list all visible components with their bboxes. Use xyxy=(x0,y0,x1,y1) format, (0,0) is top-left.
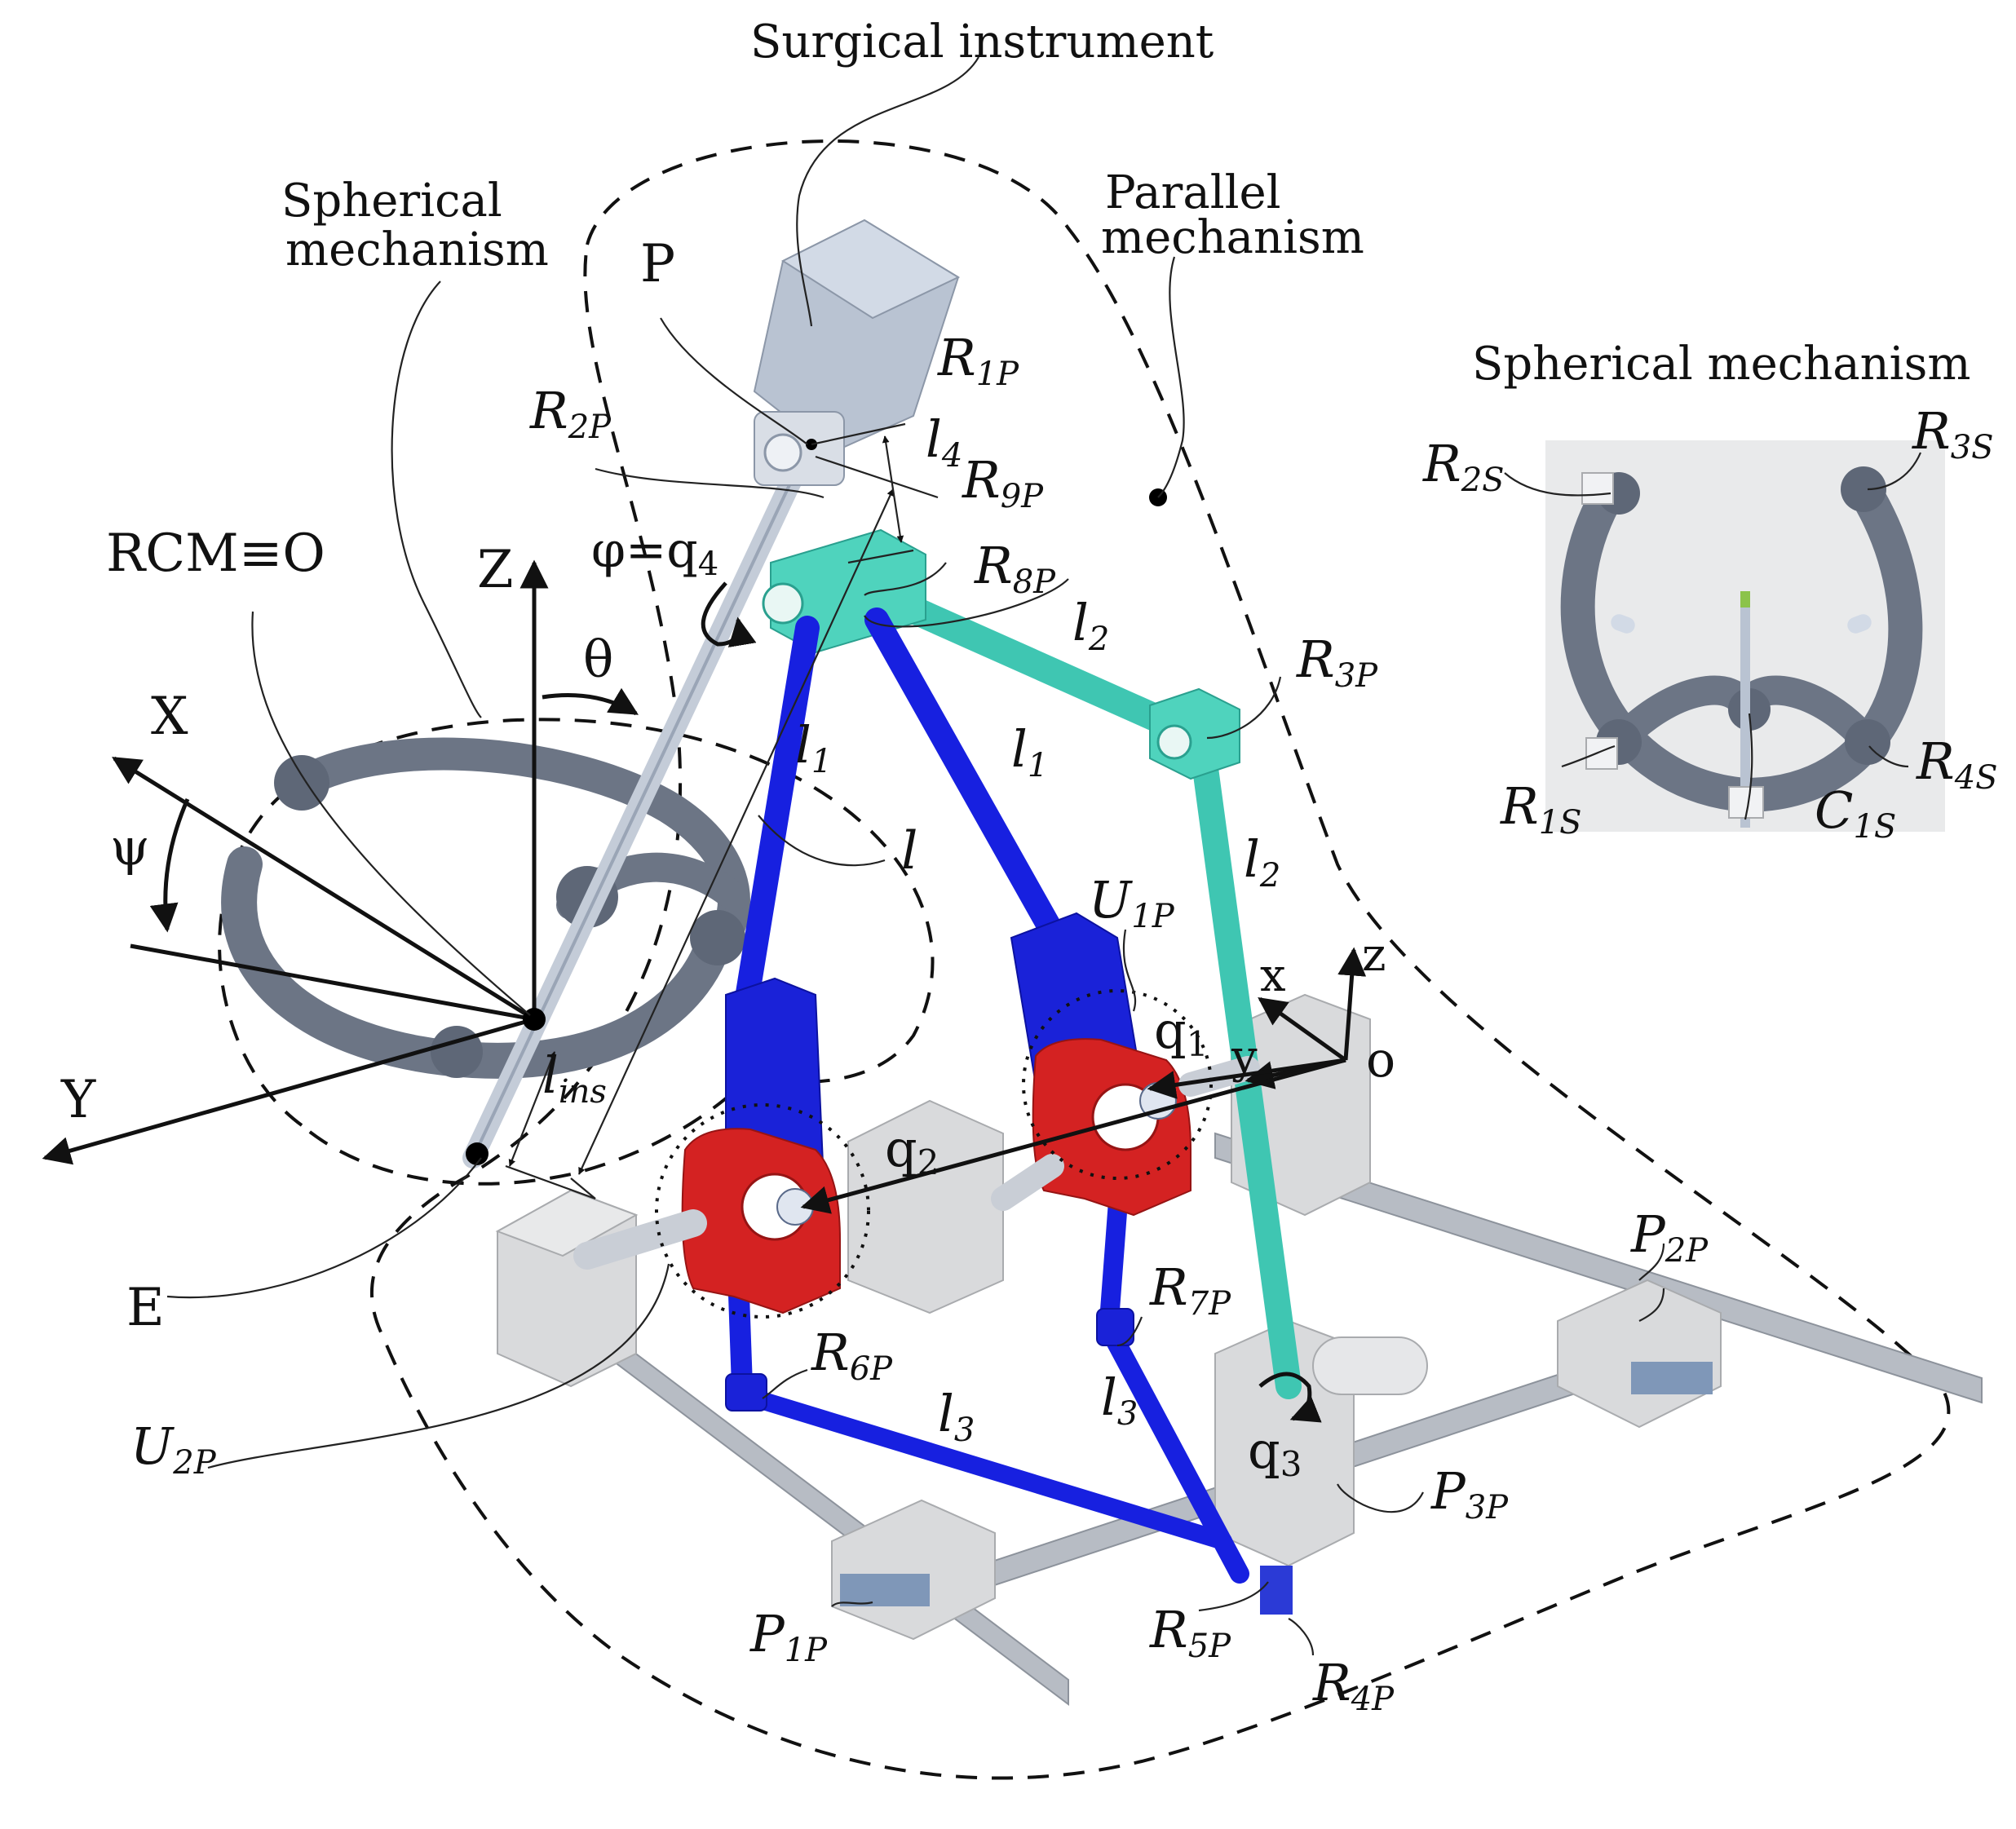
label-axis-small-o: o xyxy=(1366,1032,1395,1089)
label-q1: q1 xyxy=(1154,1001,1208,1064)
label-spherical-mechanism-line2: mechanism xyxy=(285,223,549,276)
label-q3: q3 xyxy=(1248,1420,1302,1484)
theta-rotation-arrow xyxy=(542,687,639,716)
label-l2-upper: l2 xyxy=(1072,593,1109,658)
motor-block-left xyxy=(495,1189,639,1388)
label-point-e: E xyxy=(126,1278,165,1338)
label-axis-big-X: X xyxy=(151,687,188,747)
parallel-mechanism-region xyxy=(369,139,1951,1780)
label-r8p: R8P xyxy=(974,536,1056,601)
blue-joint-r6p xyxy=(725,1373,767,1412)
label-r2s: R2S xyxy=(1422,434,1505,499)
label-c1s: C1S xyxy=(1815,780,1896,846)
label-axis-big-Z: Z xyxy=(477,540,513,600)
inset-spherical-mechanism xyxy=(1504,440,1945,832)
label-l2-lower: l2 xyxy=(1244,829,1280,895)
label-point-p: P xyxy=(640,234,675,294)
label-p2p: P2P xyxy=(1630,1204,1709,1270)
label-l3-left: l3 xyxy=(938,1384,975,1449)
label-r3s: R3S xyxy=(1912,401,1994,466)
label-surgical-instrument: Surgical instrument xyxy=(750,15,1214,68)
label-l1-right: l1 xyxy=(1011,719,1048,784)
label-axis-big-Y: Y xyxy=(60,1070,96,1130)
label-psi: ψ xyxy=(110,817,150,877)
label-parallel-mechanism-line1: Parallel xyxy=(1105,166,1281,219)
blue-link-l3-left xyxy=(733,1385,1232,1550)
label-axis-small-z: z xyxy=(1362,929,1386,982)
motor-block-middle xyxy=(847,1099,1004,1314)
label-r4p: R4P xyxy=(1312,1653,1395,1718)
u1p-highlight-circle xyxy=(1022,989,1213,1180)
dimension-lines xyxy=(505,422,939,1200)
label-q2: q2 xyxy=(885,1119,939,1182)
label-u2p: U2P xyxy=(130,1416,217,1482)
label-r7p: R7P xyxy=(1149,1257,1231,1323)
label-l4: l4 xyxy=(926,409,962,475)
teal-joint-r8p xyxy=(762,528,926,654)
blue-link-l3-right xyxy=(1099,1319,1249,1584)
label-lins: lins xyxy=(542,1045,607,1111)
label-r6p: R6P xyxy=(811,1323,893,1388)
label-inset-title: Spherical mechanism xyxy=(1472,338,1970,391)
label-r5p: R5P xyxy=(1149,1600,1231,1665)
point-e-marker xyxy=(466,1142,489,1165)
slider-block-p3p xyxy=(1214,1319,1428,1615)
label-u1p: U1P xyxy=(1089,870,1175,935)
label-r1p: R1P xyxy=(937,328,1019,393)
surgical-instrument-body xyxy=(753,219,961,486)
slider-block-p2p xyxy=(1557,1279,1722,1429)
leader-lines xyxy=(166,56,1665,1656)
label-axis-small-y: y xyxy=(1231,1031,1258,1084)
global-frame xyxy=(42,559,549,1165)
label-axis-small-x: x xyxy=(1260,949,1286,1002)
label-r3p: R3P xyxy=(1296,630,1378,695)
label-r4s: R4S xyxy=(1916,731,1998,797)
teal-link-l2-upper xyxy=(867,581,1196,744)
label-theta: θ xyxy=(583,630,613,689)
q2-actuation-arrow xyxy=(800,1058,1346,1214)
teal-joint-r3p xyxy=(1149,687,1240,780)
blue-link-l1-left xyxy=(734,616,820,1015)
label-r9p: R9P xyxy=(962,450,1044,515)
u2p-highlight-circle xyxy=(655,1103,870,1319)
label-r1s: R1S xyxy=(1500,776,1582,842)
psi-rotation-arrow xyxy=(149,797,190,933)
label-spherical-mechanism-line1: Spherical xyxy=(281,175,502,228)
label-p1p: P1P xyxy=(749,1604,828,1669)
label-l3-right: l3 xyxy=(1101,1367,1138,1433)
label-l: l xyxy=(901,821,917,881)
q3-rotation-arrow xyxy=(1258,1372,1322,1423)
blue-joint-r7p xyxy=(1096,1308,1134,1346)
label-r2p: R2P xyxy=(529,381,612,446)
label-phi-q4: φ=q4 xyxy=(591,522,718,583)
blue-link-l1-right xyxy=(864,607,1072,958)
label-rcm: RCM≡O xyxy=(106,524,325,584)
label-l1-left: l1 xyxy=(795,715,832,780)
label-p3p: P3P xyxy=(1430,1461,1509,1526)
spherical-mechanism-region xyxy=(218,718,935,1186)
red-universal-joint-u1p xyxy=(1032,1038,1191,1217)
label-parallel-mechanism-line2: mechanism xyxy=(1101,211,1364,264)
q1-actuation-arrow xyxy=(1147,1058,1346,1099)
